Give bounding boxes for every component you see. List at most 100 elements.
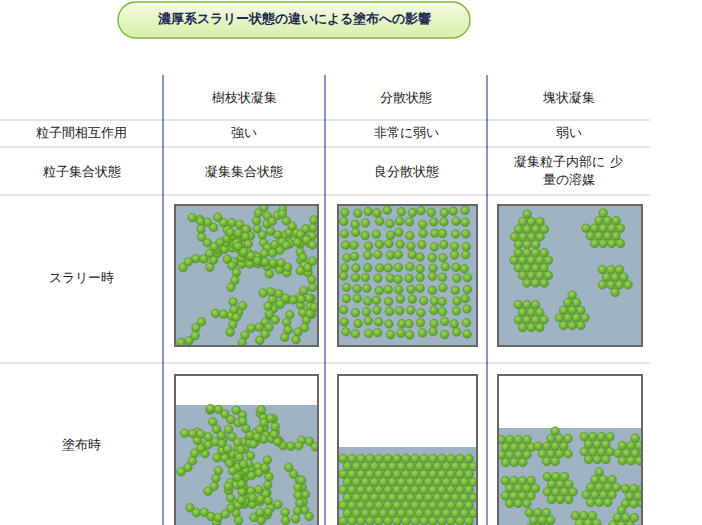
particle [559, 306, 568, 315]
particle [450, 242, 459, 251]
particle [229, 297, 238, 306]
particle [212, 474, 221, 483]
particle [625, 492, 634, 501]
particle [616, 239, 625, 248]
particle [630, 513, 639, 522]
particle [264, 508, 273, 517]
sample-boxes [175, 205, 642, 525]
particle [547, 495, 556, 504]
particle [388, 509, 397, 518]
particle [340, 229, 349, 238]
particle [188, 457, 197, 466]
particle [451, 478, 460, 487]
particle [406, 306, 415, 315]
particle [514, 300, 523, 309]
particle [612, 483, 621, 492]
particle [214, 466, 223, 475]
particle [544, 256, 553, 265]
particle [375, 217, 384, 226]
particle [450, 320, 459, 329]
particle [527, 323, 536, 332]
particle [514, 451, 523, 460]
particle [621, 484, 630, 493]
particle [226, 228, 235, 237]
particle [438, 485, 447, 494]
particle [447, 517, 456, 525]
particle [552, 488, 561, 497]
particle [393, 501, 402, 510]
particle [505, 499, 514, 508]
particle [519, 458, 528, 467]
particle [397, 509, 406, 518]
particle [343, 253, 352, 262]
particle [564, 314, 573, 323]
particle [364, 316, 373, 325]
particle [547, 450, 556, 459]
particle [429, 218, 438, 227]
particle [630, 500, 639, 509]
particle [339, 501, 348, 510]
table-cell: 弱い [487, 124, 650, 142]
particle [384, 264, 393, 273]
particle [271, 316, 280, 325]
particle [523, 451, 532, 460]
table-cell: 粒子集合状態 [0, 163, 163, 181]
particle [424, 478, 433, 487]
particle [463, 305, 472, 314]
particle [293, 507, 302, 516]
particle [542, 457, 551, 466]
particle-group [177, 404, 317, 525]
particle [255, 425, 264, 434]
particle [456, 501, 465, 510]
particle [416, 265, 425, 274]
particle [560, 442, 569, 451]
particle [393, 454, 402, 463]
particle [534, 508, 543, 517]
particle [531, 316, 540, 325]
particle [374, 250, 383, 259]
particle [361, 273, 370, 282]
particle [351, 220, 360, 229]
particle [375, 454, 384, 463]
particle [469, 509, 476, 518]
particle [353, 285, 362, 294]
particle [499, 451, 506, 460]
particle [267, 288, 276, 297]
particle [534, 524, 543, 525]
particle [310, 303, 317, 312]
particle [447, 485, 456, 494]
particle [634, 492, 641, 501]
particle [523, 225, 532, 234]
particle [294, 328, 303, 337]
particle [375, 517, 384, 525]
particle [411, 470, 420, 479]
particle [424, 493, 433, 502]
particle [456, 454, 465, 463]
particle [540, 225, 549, 234]
particle [250, 513, 259, 522]
particle [451, 230, 460, 239]
particle [225, 459, 234, 468]
particle [469, 493, 476, 502]
particle [465, 470, 474, 479]
particle [357, 454, 366, 463]
particle [617, 506, 626, 515]
particle [439, 253, 448, 262]
particle [406, 478, 415, 487]
particle [384, 470, 393, 479]
particle [405, 320, 414, 329]
particle-group [177, 206, 317, 345]
particle [416, 273, 425, 282]
particle [287, 442, 296, 451]
particle [611, 288, 620, 297]
particle [438, 297, 447, 306]
particle [575, 519, 584, 525]
particle [584, 440, 593, 449]
particle [252, 217, 261, 226]
particle [523, 316, 532, 325]
particle [352, 509, 361, 518]
particle [580, 448, 589, 457]
particle [616, 224, 625, 233]
particle [442, 493, 451, 502]
particle [536, 217, 545, 226]
